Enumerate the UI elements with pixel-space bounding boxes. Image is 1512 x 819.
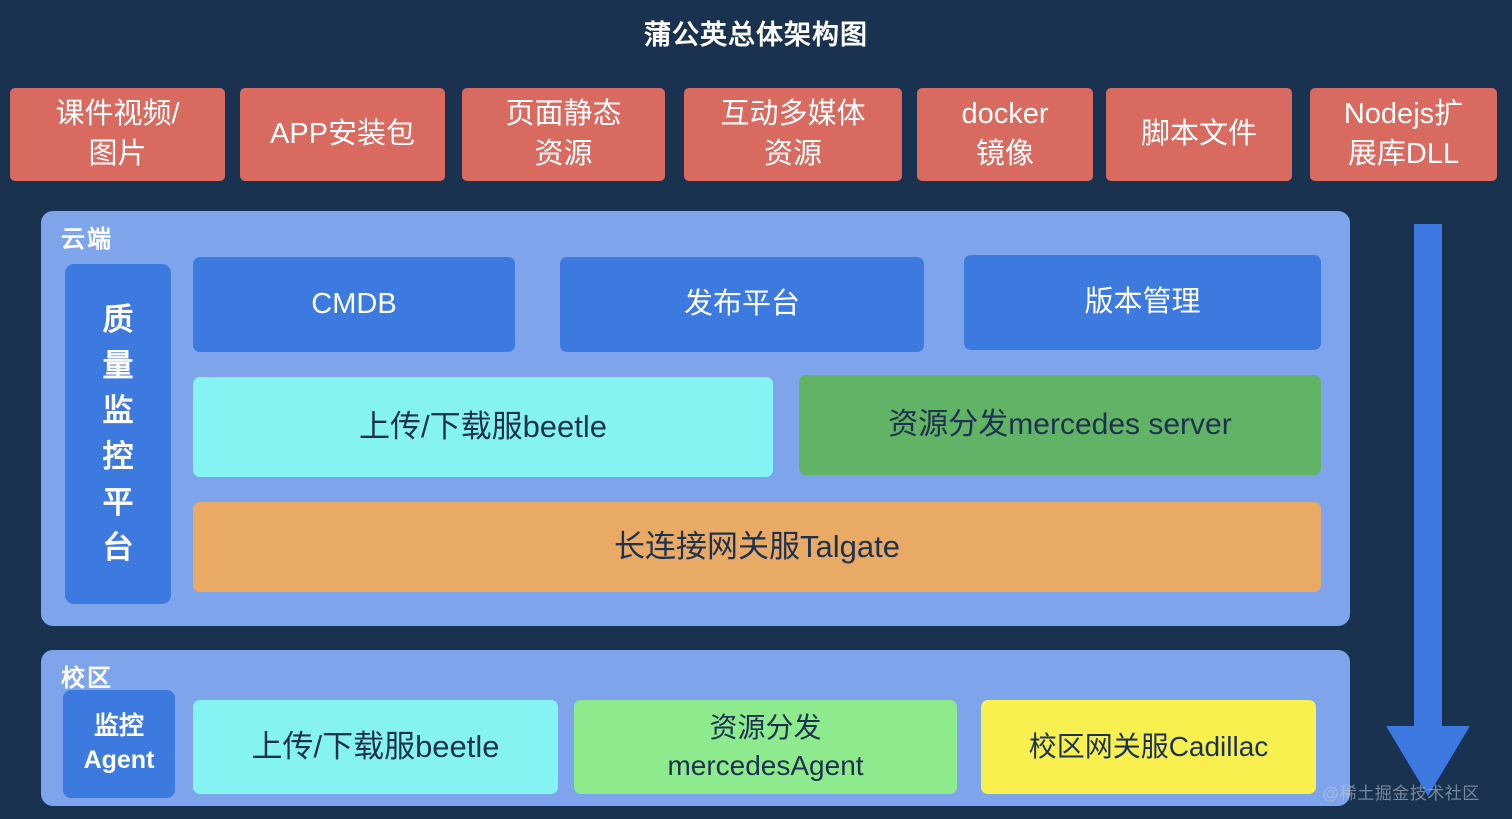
- watermark-text: @稀土掘金技术社区: [1322, 784, 1480, 803]
- asset-box-courseware-video: 课件视频/ 图片: [10, 88, 225, 181]
- cmdb-box: CMDB: [193, 257, 515, 352]
- version-management-box: 版本管理: [964, 255, 1321, 350]
- mercedes-server-box: 资源分发mercedes server: [799, 375, 1321, 475]
- asset-box-docker-image: docker 镜像: [917, 88, 1093, 181]
- mercedes-agent-box: 资源分发 mercedesAgent: [574, 700, 957, 794]
- asset-box-script-files: 脚本文件: [1106, 88, 1292, 181]
- monitor-agent-box: 监控 Agent: [63, 690, 175, 798]
- cloud-section-label: 云端: [61, 226, 113, 253]
- quality-monitor-platform-box: 质 量 监 控 平 台: [65, 264, 171, 604]
- talgate-gateway-box: 长连接网关服Talgate: [193, 502, 1321, 592]
- diagram-title: 蒲公英总体架构图: [644, 20, 868, 50]
- asset-box-multimedia: 互动多媒体 资源: [684, 88, 902, 181]
- campus-section-label: 校区: [61, 665, 113, 692]
- cloud-upload-download-beetle-box: 上传/下载服beetle: [193, 377, 773, 477]
- cloud-section: 云端 质 量 监 控 平 台 CMDB 发布平台 版本管理 上传/下载服beet…: [41, 211, 1350, 626]
- campus-section: 校区 监控 Agent 上传/下载服beetle 资源分发 mercedesAg…: [41, 650, 1350, 806]
- asset-box-static-resources: 页面静态 资源: [462, 88, 665, 181]
- campus-upload-download-beetle-box: 上传/下载服beetle: [193, 700, 558, 794]
- asset-box-app-package: APP安装包: [240, 88, 445, 181]
- downward-flow-arrow: [1386, 224, 1470, 796]
- release-platform-box: 发布平台: [560, 257, 924, 352]
- cadillac-gateway-box: 校区网关服Cadillac: [981, 700, 1316, 794]
- asset-box-nodejs-dll: Nodejs扩 展库DLL: [1310, 88, 1497, 181]
